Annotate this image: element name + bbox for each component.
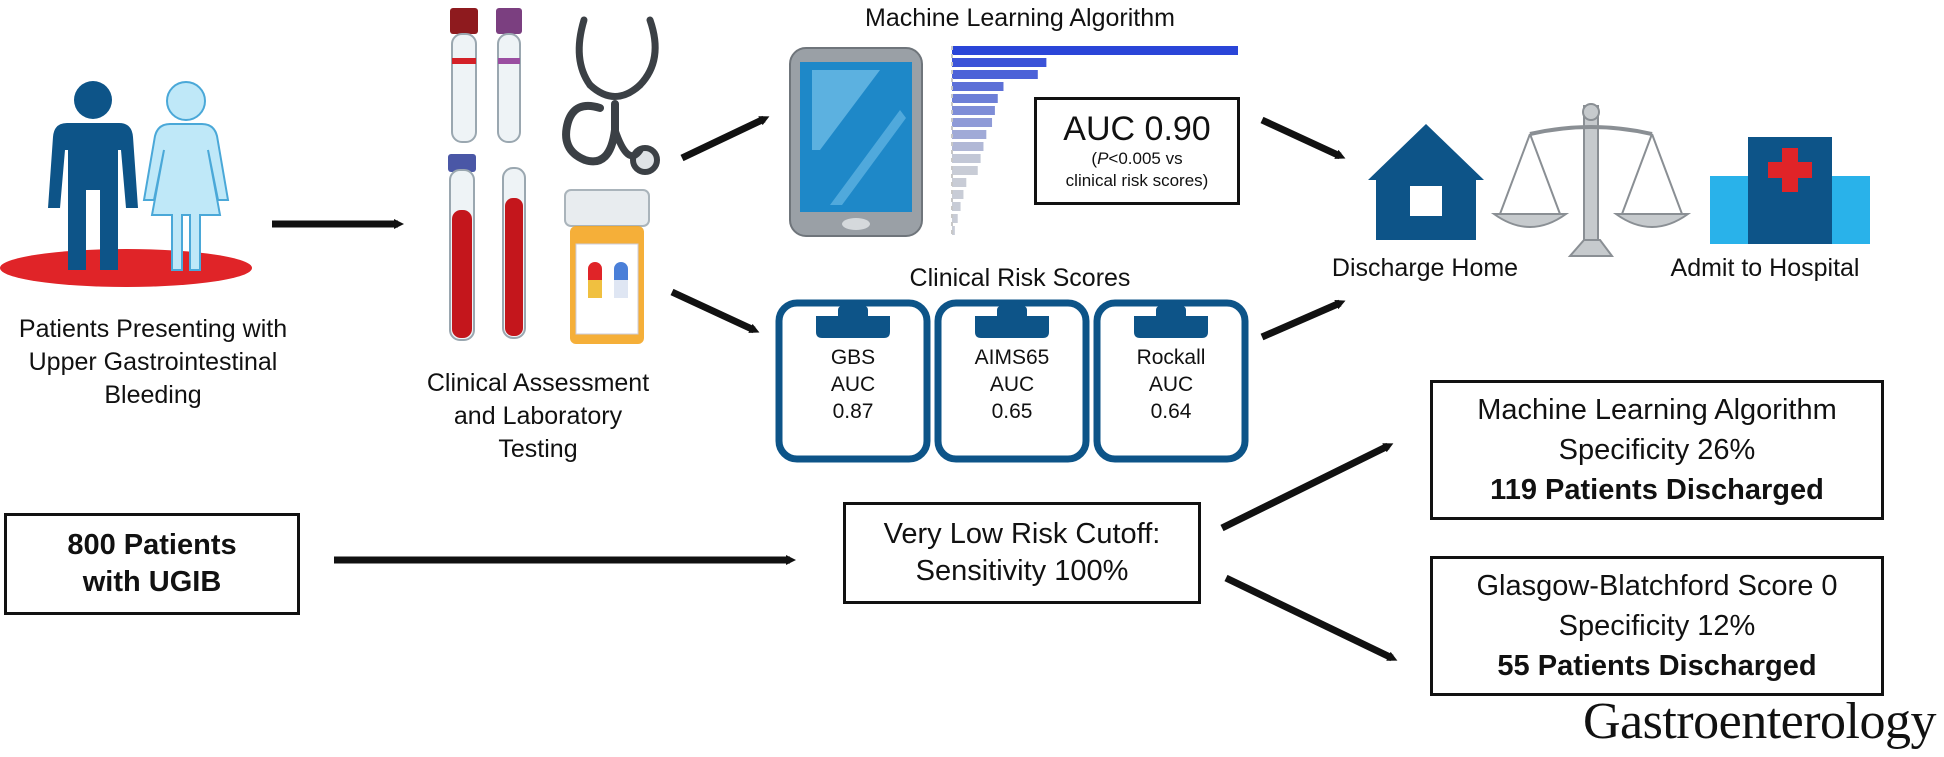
- clipboard-rockall: [1093, 299, 1249, 463]
- assessment-label: Clinical Assessment and Laboratory Testi…: [400, 367, 676, 466]
- arrow-scores-to-decision: [1260, 299, 1346, 341]
- arrow-ml-to-decision: [1260, 116, 1346, 160]
- discharge-home-label: Discharge Home: [1331, 254, 1519, 282]
- ml-bar: [952, 118, 993, 127]
- cutoff-line: Sensitivity 100%: [915, 555, 1129, 587]
- clinical-scores-title: Clinical Risk Scores: [909, 264, 1131, 292]
- ml-bar: [952, 154, 981, 163]
- cohort-line: 800 Patients: [67, 529, 237, 561]
- ml-bar: [952, 58, 1047, 67]
- assessment-label-line: and Laboratory: [453, 402, 623, 430]
- ml-bar: [952, 46, 1238, 55]
- cutoff-line: Very Low Risk Cutoff:: [883, 518, 1161, 550]
- admit-hospital-label: Admit to Hospital: [1670, 254, 1860, 282]
- score-name: GBS: [830, 346, 876, 369]
- ml-bar: [952, 166, 978, 175]
- ml-result-line: Machine Learning Algorithm: [1477, 394, 1837, 426]
- ml-bar: [952, 226, 955, 235]
- ml-auc-pvalue: (P<0.005 vs: [1091, 148, 1182, 170]
- score-value: 0.64: [1150, 400, 1192, 423]
- patients-label: Patients Presenting with Upper Gastroint…: [0, 313, 306, 412]
- pill-bottle-icon: [564, 189, 650, 344]
- tablet-icon: [789, 47, 923, 237]
- ml-title: Machine Learning Algorithm: [865, 4, 1175, 32]
- blood-tube-icon: [448, 8, 526, 341]
- assessment-label-line: Clinical Assessment: [426, 369, 650, 397]
- people-icon: [0, 81, 252, 287]
- score-value: 0.87: [832, 400, 874, 423]
- hospital-icon: [1710, 137, 1870, 244]
- score-metric: AUC: [989, 373, 1035, 396]
- cohort-line: with UGIB: [82, 566, 222, 598]
- cohort-box: 800 Patients with UGIB: [4, 513, 300, 615]
- ml-bar: [952, 106, 995, 115]
- patients-label-line: Patients Presenting with: [18, 315, 288, 343]
- ml-auc-box: AUC 0.90 (P<0.005 vs clinical risk score…: [1034, 97, 1240, 205]
- score-name: AIMS65: [974, 346, 1050, 369]
- score-value: 0.65: [991, 400, 1033, 423]
- clipboard-aims65: [934, 299, 1090, 463]
- arrow-assessment-to-ml: [680, 115, 770, 162]
- ml-bar: [952, 178, 967, 187]
- ml-bar: [952, 214, 958, 223]
- score-metric: AUC: [830, 373, 876, 396]
- feature-importance-bars: [952, 46, 1238, 235]
- gbs-result-line: Specificity 12%: [1558, 610, 1756, 642]
- assessment-label-line: Testing: [498, 435, 578, 463]
- score-rockall: Rockall AUC 0.64: [1101, 344, 1241, 425]
- scales-icon: [1490, 103, 1692, 257]
- score-gbs: GBS AUC 0.87: [783, 344, 923, 425]
- ml-bar: [952, 82, 1004, 91]
- ml-auc-comparison: clinical risk scores): [1065, 171, 1209, 190]
- ml-bar: [952, 70, 1038, 79]
- patients-label-line: Bleeding: [104, 381, 202, 409]
- ml-auc-p-rest: <0.005 vs: [1108, 149, 1183, 168]
- score-metric: AUC: [1148, 373, 1194, 396]
- ml-auc-value: AUC 0.90: [1063, 110, 1211, 148]
- house-icon: [1368, 124, 1484, 240]
- ml-result-box: Machine Learning Algorithm Specificity 2…: [1430, 380, 1884, 520]
- ml-bar: [952, 202, 961, 211]
- ml-bar: [952, 130, 987, 139]
- gbs-result-line: Glasgow-Blatchford Score 0: [1476, 570, 1838, 602]
- ml-bar: [952, 142, 984, 151]
- ml-auc-p-letter: P: [1097, 149, 1109, 168]
- arrow-cutoff-to-gbs-result: [1224, 574, 1398, 662]
- arrow-cutoff-to-ml-result: [1220, 442, 1394, 532]
- ml-bar: [952, 94, 998, 103]
- clipboard-gbs: [775, 299, 931, 463]
- score-aims65: AIMS65 AUC 0.65: [942, 344, 1082, 425]
- stethoscope-icon: [562, 16, 660, 175]
- score-name: Rockall: [1136, 346, 1206, 369]
- journal-name: Gastroenterology: [1582, 693, 1937, 750]
- gbs-result-box: Glasgow-Blatchford Score 0 Specificity 1…: [1430, 556, 1884, 696]
- patients-label-line: Upper Gastrointestinal: [28, 348, 278, 376]
- ml-bar: [952, 190, 964, 199]
- ml-auc-open-paren: (: [1091, 149, 1098, 168]
- cutoff-box: Very Low Risk Cutoff: Sensitivity 100%: [843, 502, 1201, 604]
- ml-result-line: Specificity 26%: [1558, 434, 1756, 466]
- arrow-assessment-to-scores: [670, 288, 760, 334]
- ml-result-discharged: 119 Patients Discharged: [1490, 474, 1824, 506]
- gbs-result-discharged: 55 Patients Discharged: [1497, 650, 1817, 682]
